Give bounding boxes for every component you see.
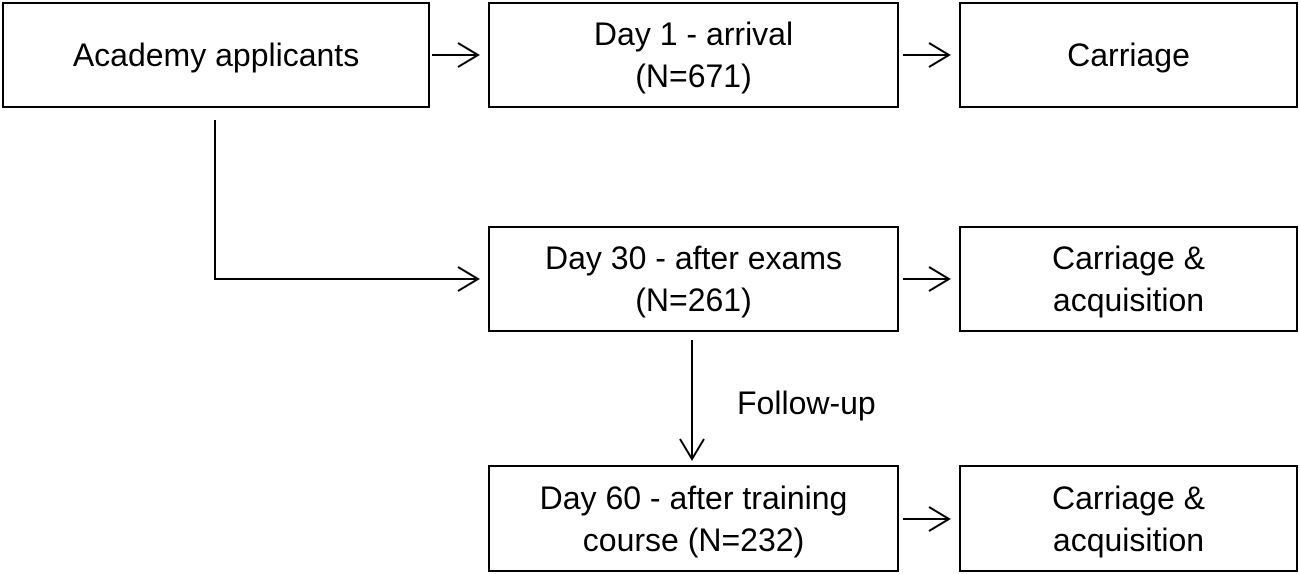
arrow-day30-to-outcome (903, 266, 951, 292)
stage-count: (N=671) (635, 58, 752, 94)
arrow-applicants-to-day30 (214, 120, 480, 292)
box-day1-arrival: Day 1 - arrival (N=671) (488, 2, 899, 108)
outcome-label-line2: acquisition (1052, 282, 1205, 318)
box-day60-after-training: Day 60 - after training course (N=232) (488, 465, 899, 572)
followup-label: Follow-up (737, 385, 876, 421)
outcome-label-line1: Carriage & (1052, 240, 1205, 276)
stage-count: (N=261) (635, 282, 752, 318)
stage-title: Day 30 - after exams (545, 240, 842, 276)
stage-count: course (N=232) (582, 521, 805, 558)
stage-title: Day 60 - after training (539, 479, 848, 516)
box-outcome-day30: Carriage & acquisition (959, 226, 1298, 332)
stage-title: Day 1 - arrival (593, 16, 794, 52)
outcome-label-line2: acquisition (1052, 521, 1205, 558)
box-day30-after-exams: Day 30 - after exams (N=261) (488, 226, 899, 332)
arrow-applicants-to-day1 (432, 42, 480, 68)
box-label: Academy applicants (72, 37, 360, 73)
arrow-followup-down (679, 340, 705, 461)
outcome-label-line1: Carriage & (1052, 479, 1205, 516)
box-outcome-day1: Carriage (959, 2, 1298, 108)
arrow-day1-to-outcome (903, 42, 951, 68)
outcome-label: Carriage (1067, 37, 1190, 73)
arrow-day60-to-outcome (903, 506, 951, 532)
box-outcome-day60: Carriage & acquisition (959, 465, 1298, 572)
box-academy-applicants: Academy applicants (2, 2, 430, 108)
